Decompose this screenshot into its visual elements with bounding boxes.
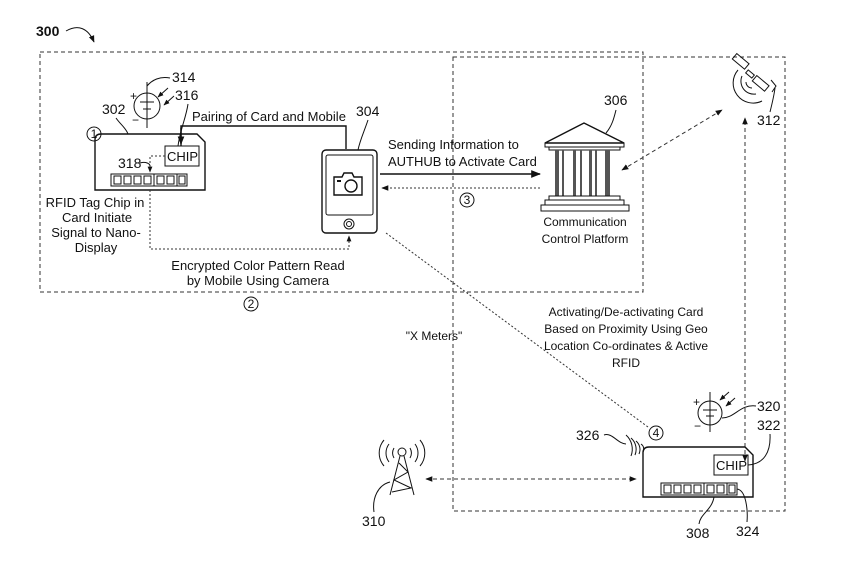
pairing-connector: [180, 125, 347, 149]
light-arrows-icon: [157, 87, 175, 106]
battery-icon-second: + −: [693, 392, 723, 433]
chip-second-label: CHIP: [716, 458, 747, 473]
activating-line-4: RFID: [612, 356, 640, 370]
rfid-strip-second: [660, 482, 738, 496]
ref-310: 310: [362, 513, 386, 529]
ref-310-leader: [373, 481, 391, 513]
svg-text:+: +: [130, 89, 137, 103]
proximity-region: [452, 56, 786, 512]
card-second-body: [642, 446, 754, 498]
encrypted-line-2: by Mobile Using Camera: [187, 273, 330, 288]
ref-322: 322: [757, 417, 781, 433]
card-body: [94, 133, 206, 191]
ref-326-leader: [603, 434, 627, 445]
activating-text: Activating/De-activating Card Based on P…: [544, 305, 708, 370]
figure-number: 300: [36, 23, 60, 39]
wireless-signal-icon: [625, 434, 645, 457]
activating-line-2: Based on Proximity Using Geo: [544, 322, 708, 336]
smartphone-icon: [321, 149, 378, 234]
ref-326: 326: [576, 427, 600, 443]
step-4-label: 4: [653, 426, 660, 440]
ref-324: 324: [736, 523, 760, 539]
chip-to-rfid-arrow: [147, 155, 165, 173]
ref-312-leader: [769, 87, 776, 113]
battery-icon: + −: [130, 82, 161, 128]
rfid-strip: [110, 173, 188, 187]
rfid-initiate-line-2: Card Initiate: [62, 210, 132, 225]
ref-302: 302: [102, 101, 126, 117]
card-first: CHIP: [94, 133, 206, 191]
ref-318-leader: [139, 161, 151, 167]
distance-label: "X Meters": [406, 329, 463, 343]
ref-304-leader: [357, 119, 369, 151]
figure-pointer: [65, 27, 95, 43]
ref-308-leader: [698, 496, 715, 525]
light-arrows-icon-second: [719, 391, 736, 407]
svg-text:−: −: [132, 113, 139, 127]
ref-306: 306: [604, 92, 628, 108]
encrypted-line-1: Encrypted Color Pattern Read: [171, 258, 344, 273]
ref-322-leader: [747, 433, 771, 466]
ref-318: 318: [118, 155, 142, 171]
platform-line-2: Control Platform: [542, 232, 629, 246]
ref-320: 320: [757, 398, 781, 414]
camera-icon: [333, 172, 363, 196]
ref-320-leader: [721, 405, 757, 419]
ref-312: 312: [757, 112, 781, 128]
platform-line-1: Communication: [543, 215, 626, 229]
chip-label: CHIP: [167, 149, 198, 164]
rfid-initiate-text: RFID Tag Chip in Card Initiate Signal to…: [46, 195, 145, 255]
rfid-initiate-line-3: Signal to Nano-: [51, 225, 141, 240]
step-2-marker: [243, 296, 259, 312]
sending-line-1: Sending Information to: [388, 137, 519, 152]
ref-304: 304: [356, 103, 380, 119]
ref-314: 314: [172, 69, 196, 85]
activating-line-3: Location Co-ordinates & Active: [544, 339, 708, 353]
ref-302-leader: [115, 117, 129, 135]
ref-308: 308: [686, 525, 710, 541]
pairing-label: Pairing of Card and Mobile: [192, 109, 346, 124]
ref-306-leader: [605, 109, 617, 134]
svg-text:+: +: [693, 395, 700, 409]
step-1-marker: [86, 126, 102, 142]
activating-line-1: Activating/De-activating Card: [549, 305, 704, 319]
step-4-marker: [648, 425, 664, 441]
rfid-initiate-line-1: RFID Tag Chip in: [46, 195, 145, 210]
svg-text:−: −: [694, 419, 701, 433]
sending-line-2: AUTHUB to Activate Card: [388, 154, 537, 169]
step-1-label: 1: [91, 127, 98, 141]
card-second: CHIP: [642, 446, 754, 498]
encrypted-pattern-connector: [149, 190, 352, 250]
ref-314-leader: [146, 77, 171, 87]
rfid-initiate-line-4: Display: [75, 240, 118, 255]
satellite-icon: [731, 52, 777, 104]
card-mobile-region: [39, 51, 644, 293]
platform-satellite-link: [621, 109, 723, 171]
step-3-marker: [459, 192, 475, 208]
bank-building-icon: [540, 122, 630, 212]
ref-316: 316: [175, 87, 199, 103]
step-2-label: 2: [248, 297, 255, 311]
ref-316-leader: [177, 103, 189, 147]
step-3-label: 3: [464, 193, 471, 207]
cell-tower-icon: [378, 439, 426, 496]
ref-324-leader: [736, 488, 748, 523]
